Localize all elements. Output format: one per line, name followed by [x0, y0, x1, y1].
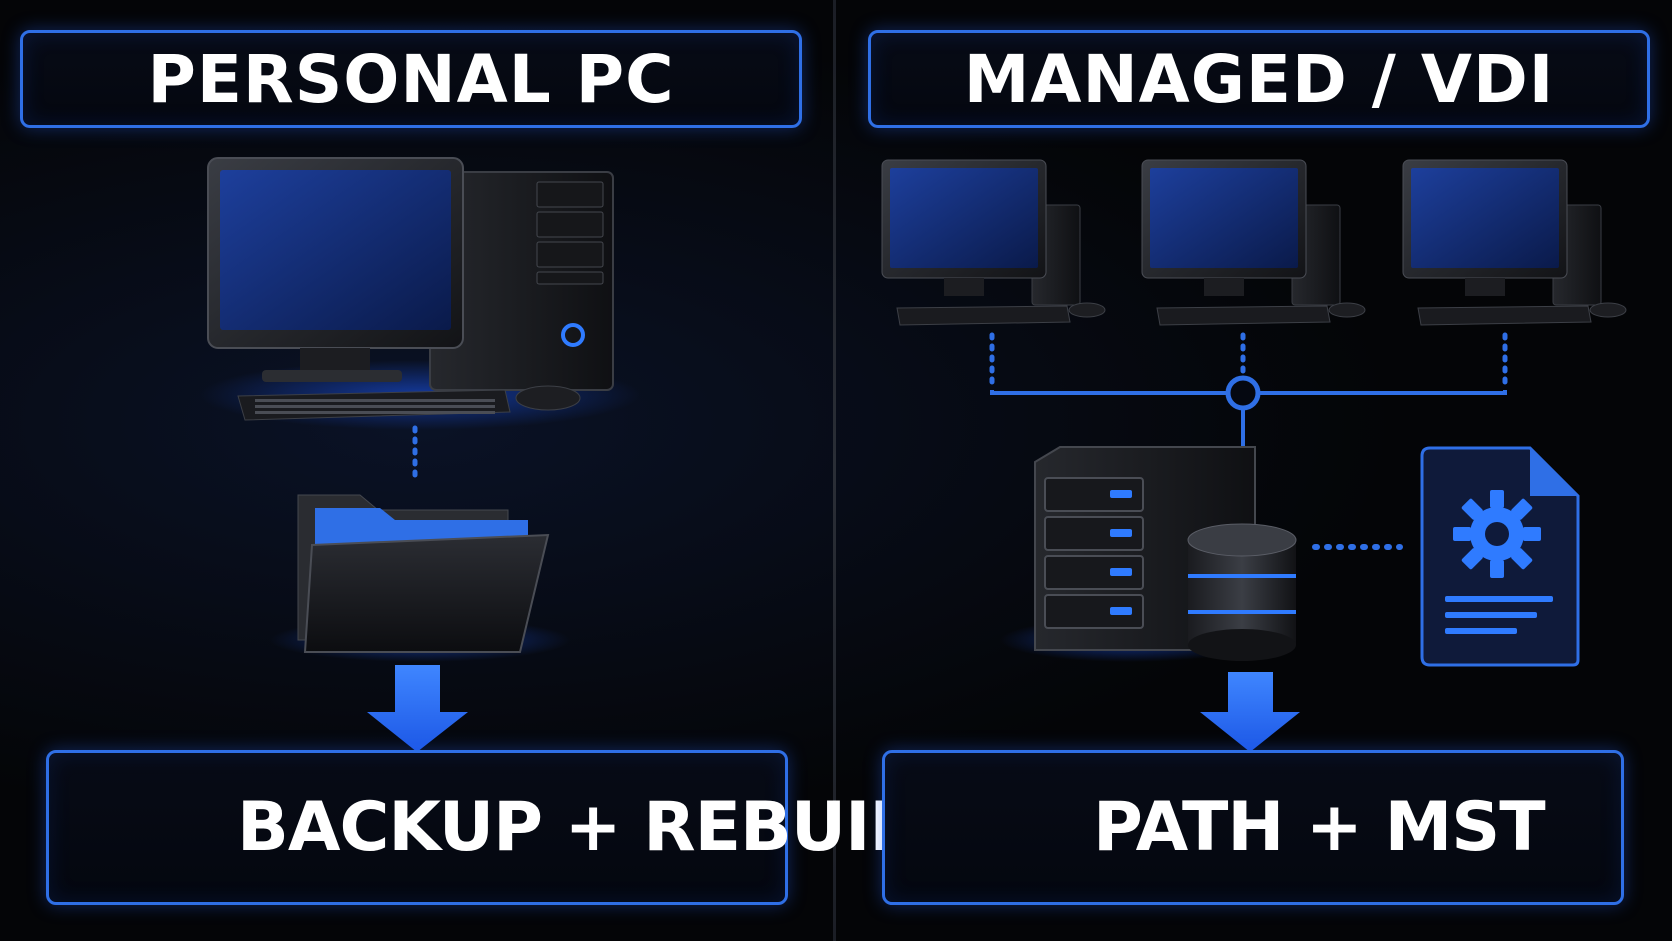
panel-divider [833, 0, 836, 941]
left-title-box: PERSONAL PC [20, 30, 802, 128]
config-file-gear-icon [1420, 446, 1580, 667]
arrow-down-icon [367, 665, 468, 752]
right-result-box: PATH + MST [882, 750, 1624, 905]
right-panel-title: MANAGED / VDI [963, 40, 1555, 118]
arrow-down-icon [1200, 672, 1300, 752]
left-result-label: BACKUP + REBUILD [237, 788, 968, 867]
database-icon [1187, 523, 1297, 661]
workstation-icon [1402, 159, 1627, 326]
desktop-computer-icon [200, 157, 640, 430]
right-result-label: PATH + MST [1093, 788, 1546, 867]
folder-icon [270, 494, 570, 662]
workstation-icon [1141, 159, 1366, 326]
left-panel-title: PERSONAL PC [147, 40, 675, 118]
workstation-icon [881, 159, 1106, 326]
left-result-box: BACKUP + REBUILD [46, 750, 968, 905]
network-hub-icon [989, 332, 1508, 450]
right-title-box: MANAGED / VDI [868, 30, 1650, 128]
